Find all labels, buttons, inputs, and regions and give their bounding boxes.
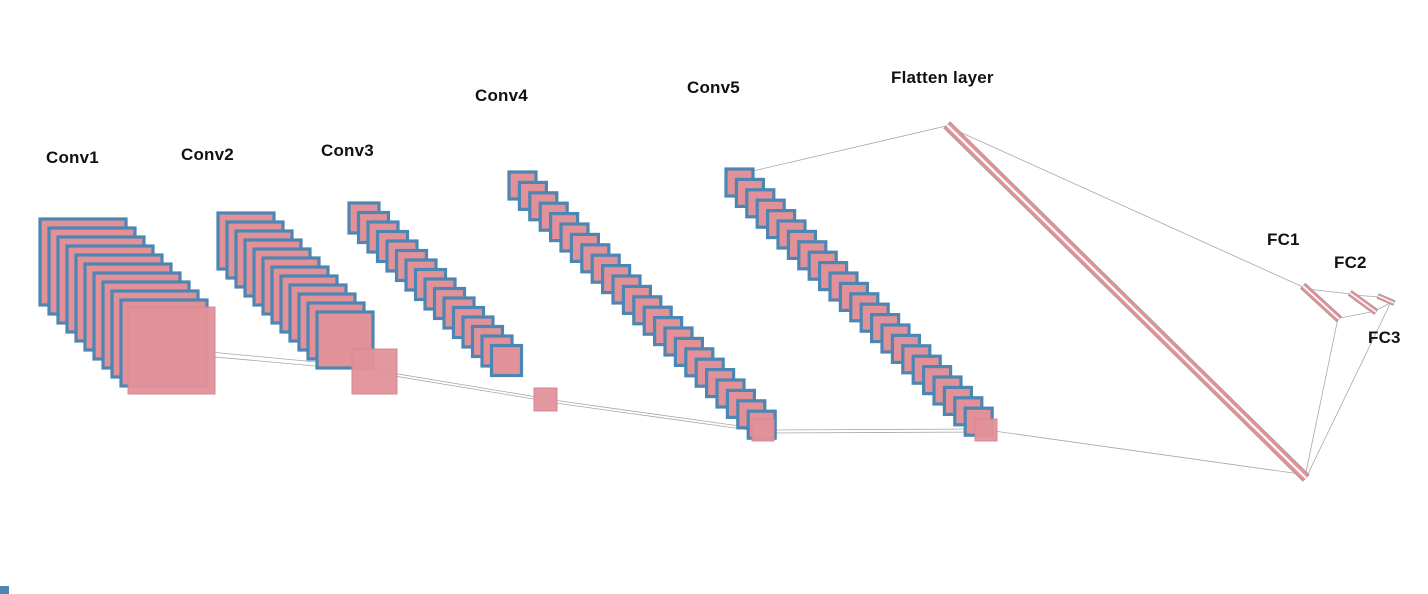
label-flatten-layer: Flatten layer — [891, 68, 994, 87]
layer-fc3 — [1376, 293, 1396, 306]
feature-map — [489, 343, 524, 378]
layer-fc1 — [1300, 282, 1342, 323]
kernel-window — [974, 418, 998, 442]
layer-conv3 — [347, 201, 558, 412]
label-conv1: Conv1 — [46, 148, 99, 167]
label-conv4: Conv4 — [475, 86, 528, 105]
layer-conv4 — [507, 170, 777, 442]
connection-line — [765, 431, 987, 434]
connection-line — [1306, 288, 1352, 295]
layer-conv1 — [38, 217, 216, 395]
connection-line — [1339, 310, 1377, 319]
layer-fc2 — [1347, 290, 1379, 315]
connection-line — [752, 125, 947, 172]
corner-artifact — [0, 586, 9, 594]
fc2-bar-divider — [1349, 292, 1377, 313]
label-conv5: Conv5 — [687, 78, 740, 97]
kernel-window — [127, 306, 216, 395]
connection-line — [1305, 301, 1392, 479]
connection-line — [950, 127, 1304, 288]
layer-conv2 — [216, 211, 398, 395]
kernel-window — [533, 387, 558, 412]
connection-line — [547, 401, 765, 433]
fc3-bar-divider — [1377, 295, 1395, 304]
connection-line — [373, 369, 544, 399]
label-fc2: FC2 — [1334, 253, 1367, 272]
label-fc1: FC1 — [1267, 230, 1300, 249]
label-conv3: Conv3 — [321, 141, 374, 160]
layer-flatten — [943, 121, 1310, 482]
connection-line — [375, 372, 547, 402]
connection-line — [1304, 317, 1339, 478]
kernel-window — [751, 418, 775, 442]
flatten-bar-divider — [946, 124, 1307, 479]
label-fc3: FC3 — [1368, 328, 1401, 347]
layer-conv5 — [724, 167, 998, 442]
connection-line — [545, 398, 762, 430]
fc1-bar-divider — [1302, 285, 1340, 320]
kernel-window — [351, 348, 398, 395]
connection-line — [986, 429, 1301, 475]
label-conv2: Conv2 — [181, 145, 234, 164]
connection-line — [763, 428, 985, 431]
